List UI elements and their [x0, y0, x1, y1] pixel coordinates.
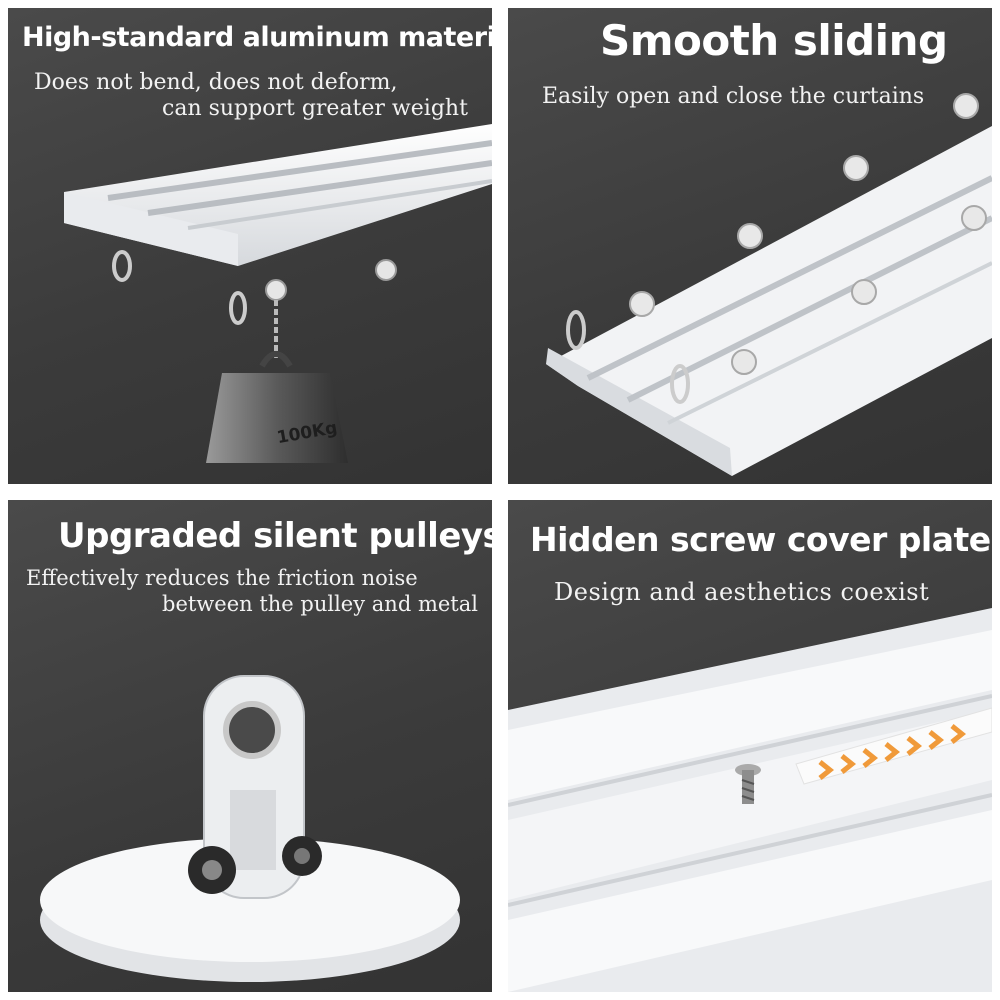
screw-icon	[735, 764, 761, 804]
panel-smooth-sliding: Smooth sliding Easily open and close the…	[508, 8, 992, 484]
screw-cover-plate-illustration	[508, 608, 992, 992]
panel-silent-pulleys: Upgraded silent pulleys Effectively redu…	[8, 500, 492, 992]
panel-description-line2: can support greater weight	[162, 96, 468, 121]
panel-title: Hidden screw cover plate	[530, 520, 991, 559]
panel-description-line1: Effectively reduces the friction noise	[26, 566, 418, 590]
panel-description-line1: Easily open and close the curtains	[542, 84, 925, 109]
panel-title: High-standard aluminum material	[22, 22, 492, 53]
panel-description-line1: Design and aesthetics coexist	[554, 578, 930, 606]
pulley-hooks	[629, 93, 987, 375]
aluminum-rail-weight-illustration: 100Kg	[64, 124, 492, 463]
panel-description-line2: between the pulley and metal	[162, 592, 478, 616]
sliding-rail-illustration	[546, 93, 992, 476]
panel-aluminum-material: 100Kg High-standard aluminum material Do…	[8, 8, 492, 484]
panel-title: Smooth sliding	[600, 16, 948, 65]
panel-hidden-screw-cover: Hidden screw cover plate Design and aest…	[508, 500, 992, 992]
panel-title: Upgraded silent pulleys	[58, 516, 492, 556]
silent-pulley-illustration	[40, 675, 460, 982]
panel-description-line1: Does not bend, does not deform,	[34, 70, 398, 95]
arrow-markings	[818, 724, 967, 780]
